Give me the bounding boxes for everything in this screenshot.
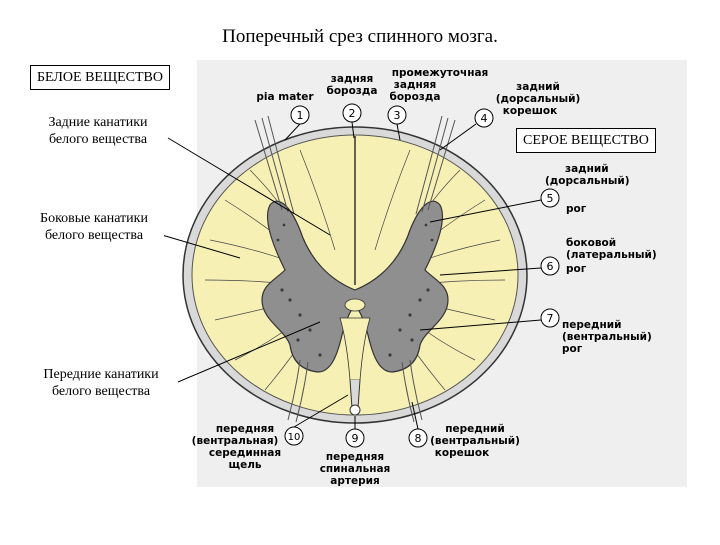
white-matter-box: БЕЛОЕ ВЕЩЕСТВО (30, 65, 170, 90)
marker-5-label: 5 (547, 192, 554, 205)
marker-7 (540, 308, 560, 328)
marker-10-label: 10 (288, 432, 301, 443)
lateral-funiculi-label: Боковые канатики белого вещества (24, 210, 164, 244)
lateral-horn-label-3: рог (566, 263, 587, 275)
anterior-horn-label-3: рог (562, 343, 583, 355)
bottom-labels: передняя (вентральная) серединная щель п… (192, 423, 520, 487)
artery-label-3: артерия (330, 475, 379, 487)
anterior-funiculi-line2: белого вещества (51, 384, 151, 399)
marker-group: 1 2 3 4 5 6 7 8 9 10 (284, 103, 560, 448)
fissure-label-4: щель (228, 459, 261, 471)
right-labels: задний (дорсальный) рог боковой (латерал… (545, 163, 657, 355)
posterior-root-label-1: задний (516, 81, 560, 93)
posterior-sulcus-label-1: задняя (331, 73, 373, 85)
marker-1-label: 1 (297, 109, 304, 122)
anterior-horn-label-2: (вентральный) (562, 331, 652, 343)
posterior-roots (254, 115, 456, 215)
marker-2-label: 2 (349, 107, 356, 120)
marker-6 (540, 256, 560, 276)
posterior-horn-label-3: рог (566, 203, 587, 215)
marker-4-label: 4 (481, 112, 488, 125)
marker-7-label: 7 (547, 312, 554, 325)
lateral-funiculi-line1: Боковые канатики (40, 211, 148, 226)
top-labels: pia mater задняя борозда промежуточная з… (256, 67, 580, 117)
leader-lines (161, 121, 542, 430)
posterior-funiculi-line2: белого вещества (48, 132, 148, 147)
marker-3-label: 3 (394, 109, 401, 122)
gray-matter-box: СЕРОЕ ВЕЩЕСТВО (516, 128, 656, 153)
marker-9-label: 9 (352, 432, 359, 445)
posterior-funiculi-line1: Задние канатики (48, 115, 148, 130)
anterior-median-fissure (349, 379, 361, 409)
marker-4 (474, 108, 494, 128)
posterior-root-label-3: корешок (503, 105, 557, 117)
posterior-funiculi-label: Задние канатики белого вещества (32, 114, 164, 148)
gray-matter-neurons (276, 223, 434, 357)
anterior-root-label-3: корешок (435, 447, 489, 459)
fissure-label-3: серединная (209, 447, 281, 459)
anterior-spinal-artery (349, 404, 361, 416)
lateral-funiculi-line2: белого вещества (44, 228, 144, 243)
intermediate-sulcus-label-2: задняя (394, 79, 436, 91)
marker-5 (540, 188, 560, 208)
page-title: Поперечный срез спинного мозга. (222, 26, 498, 47)
anterior-funiculi-line1: Передние канатики (43, 367, 159, 382)
posterior-horn-label-2: (дорсальный) (545, 175, 630, 187)
marker-6-label: 6 (547, 260, 554, 273)
lateral-horn-label-1: боковой (566, 237, 616, 249)
posterior-sulcus-label-2: борозда (327, 85, 378, 97)
intermediate-sulcus-label-3: борозда (390, 91, 441, 103)
anterior-root-label-1: передний (445, 423, 504, 435)
anterior-funiculi-label: Передние канатики белого вещества (26, 366, 176, 400)
posterior-root-label-2: (дорсальный) (496, 93, 581, 105)
pia-mater-label: pia mater (256, 91, 314, 103)
fissure-label-1: передняя (216, 423, 274, 435)
central-canal-area (344, 298, 366, 312)
anterior-root-label-2: (вентральный) (430, 435, 520, 447)
fissure-label-2: (вентральная) (192, 435, 279, 447)
posterior-horn-label-1: задний (565, 163, 609, 175)
anterior-horn-label-1: передний (562, 319, 621, 331)
artery-label-1: передняя (326, 451, 384, 463)
marker-8-label: 8 (415, 432, 422, 445)
intermediate-sulcus-label-1: промежуточная (392, 67, 489, 79)
anterior-roots (287, 359, 423, 423)
lateral-horn-label-2: (латеральный) (566, 249, 657, 261)
artery-label-2: спинальная (320, 463, 391, 475)
